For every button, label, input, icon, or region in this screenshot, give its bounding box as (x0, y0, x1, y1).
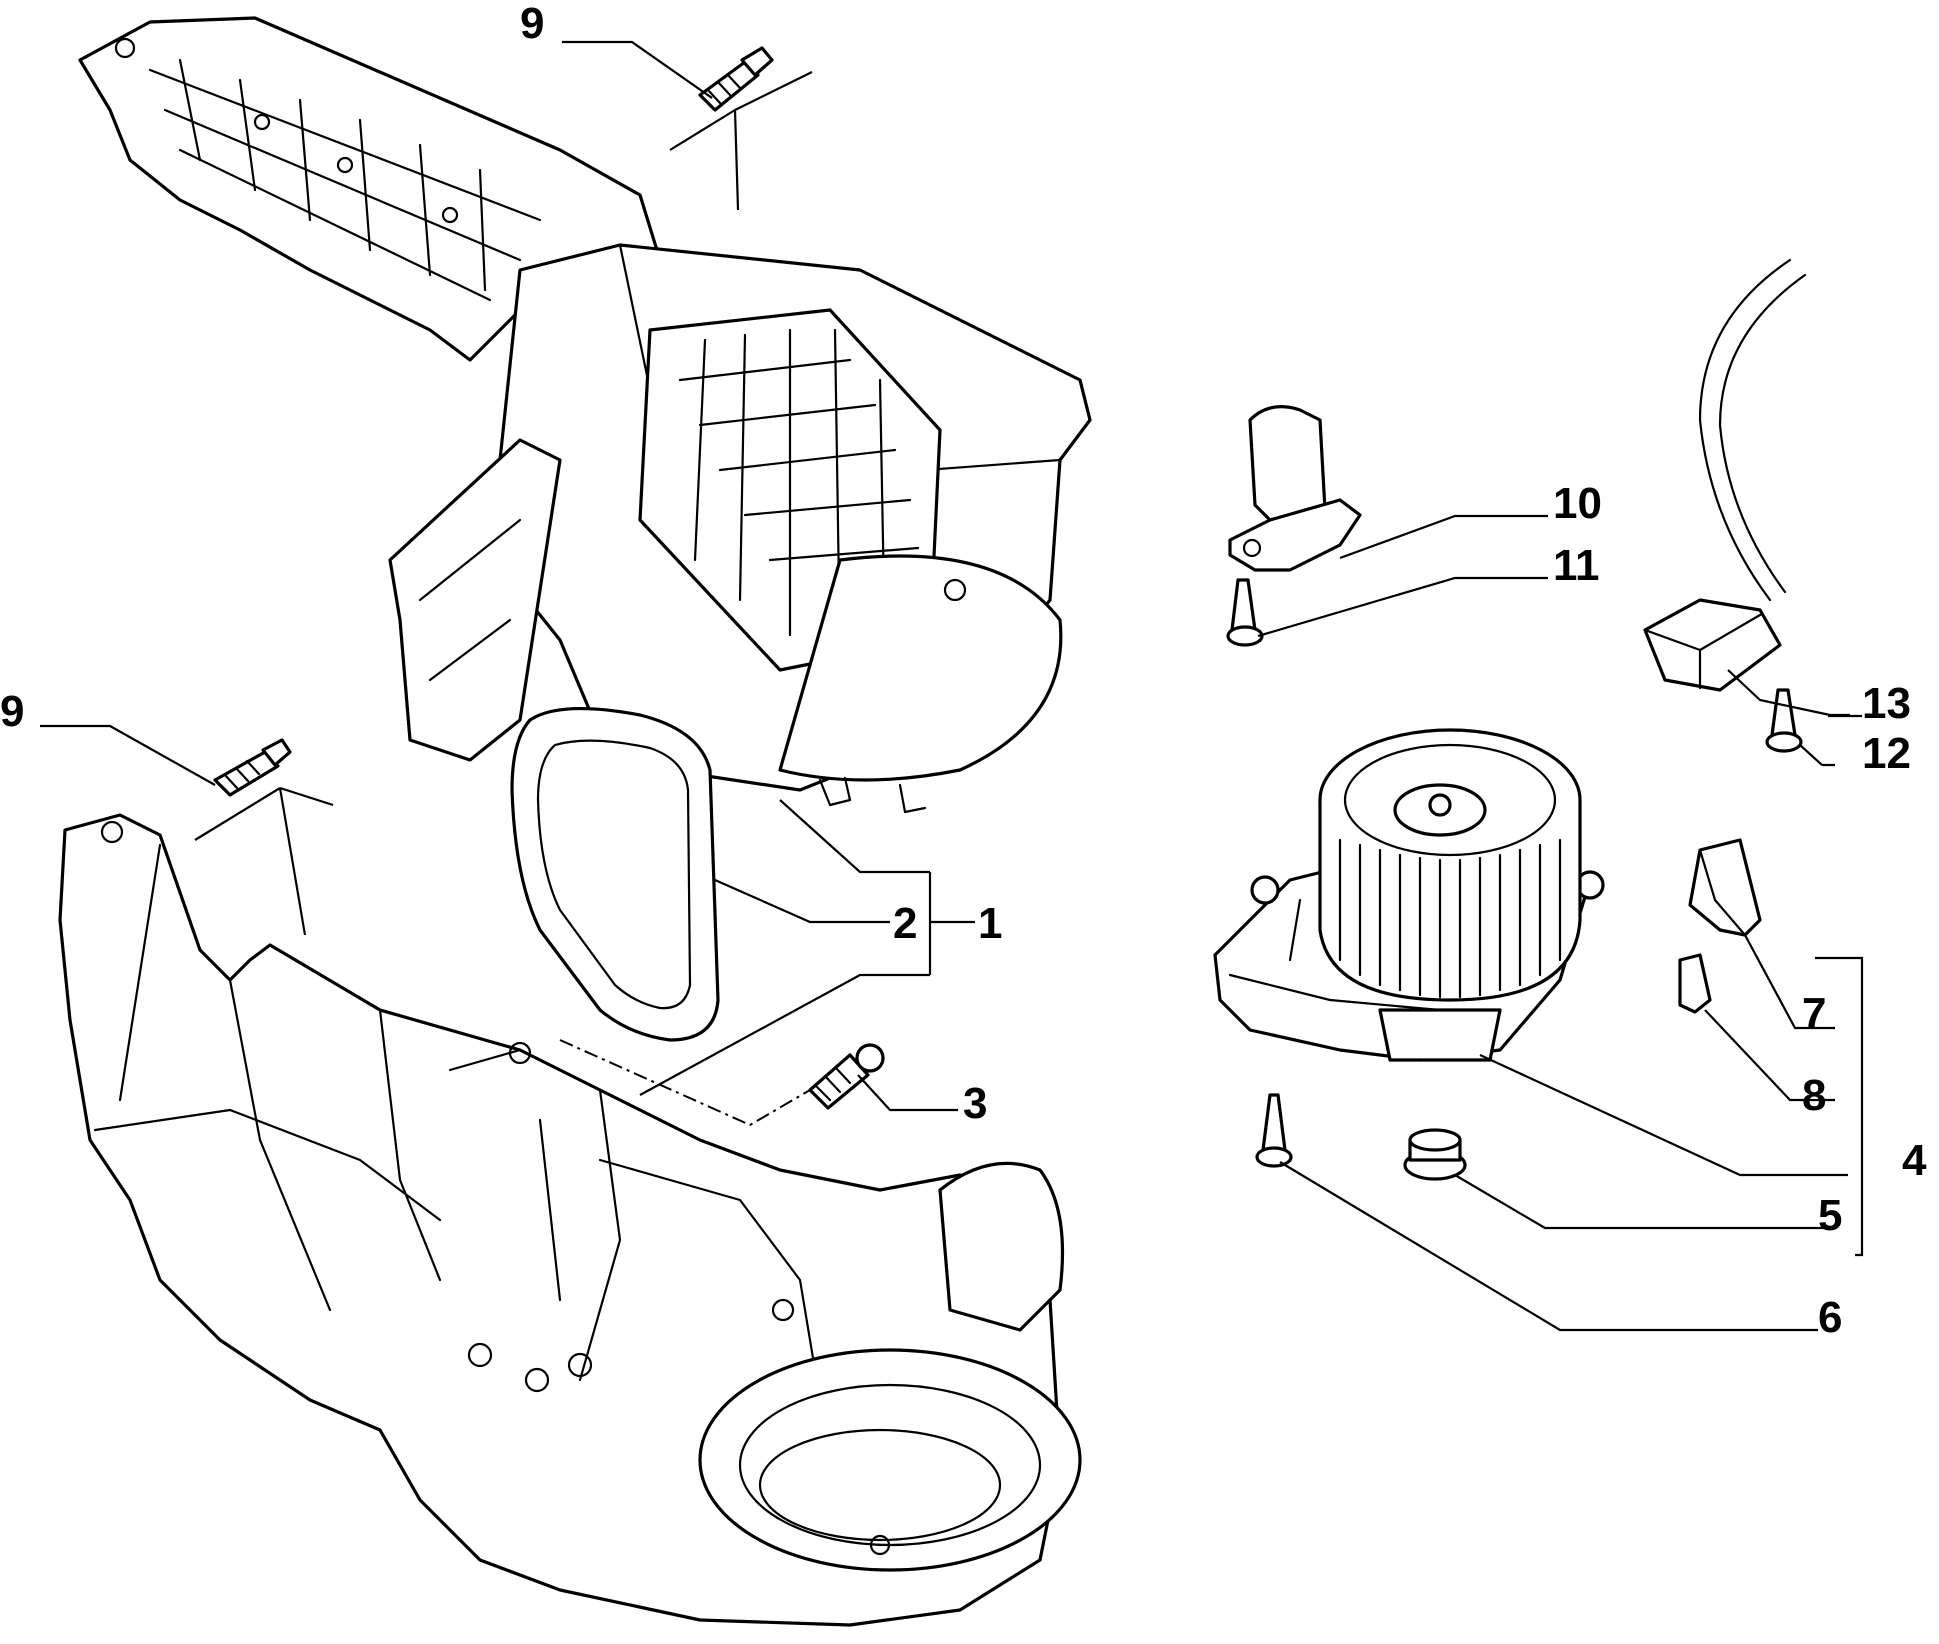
callout-9-upper: 9 (520, 0, 544, 48)
callout-12: 12 (1862, 729, 1911, 778)
screw-part-3 (808, 1043, 885, 1110)
callout-numbers: 9 9 1 2 3 10 11 13 12 7 8 4 5 6 (0, 0, 1927, 1342)
cable-part-13 (1643, 258, 1807, 692)
grommet-part-5 (1403, 1128, 1467, 1181)
callout-1: 1 (978, 899, 1002, 948)
callout-7: 7 (1802, 989, 1826, 1038)
callout-8: 8 (1802, 1071, 1826, 1120)
callout-3: 3 (963, 1079, 987, 1128)
leader-lines (40, 40, 1864, 1332)
callout-2: 2 (893, 899, 917, 948)
callout-11: 11 (1553, 541, 1600, 590)
upper-housing-assembly (78, 16, 1092, 814)
callout-4: 4 (1902, 1136, 1927, 1185)
callout-6: 6 (1818, 1293, 1842, 1342)
callout-9-lower: 9 (0, 687, 24, 736)
clip-part-7 (1688, 838, 1762, 937)
blower-fan-part-4 (1213, 728, 1605, 1062)
stud-part-9-upper (698, 46, 774, 112)
screw-part-11 (1226, 578, 1264, 647)
resistor-part-10 (1228, 405, 1362, 572)
callout-5: 5 (1818, 1191, 1842, 1240)
stud-part-9-lower (213, 738, 292, 797)
clip-part-8 (1678, 953, 1712, 1014)
screw-part-6 (1255, 1093, 1293, 1168)
screw-part-12 (1765, 688, 1803, 753)
gasket-part-2 (510, 706, 720, 1042)
callout-10: 10 (1553, 479, 1602, 528)
callout-13: 13 (1862, 679, 1911, 728)
lower-housing (58, 813, 1082, 1627)
